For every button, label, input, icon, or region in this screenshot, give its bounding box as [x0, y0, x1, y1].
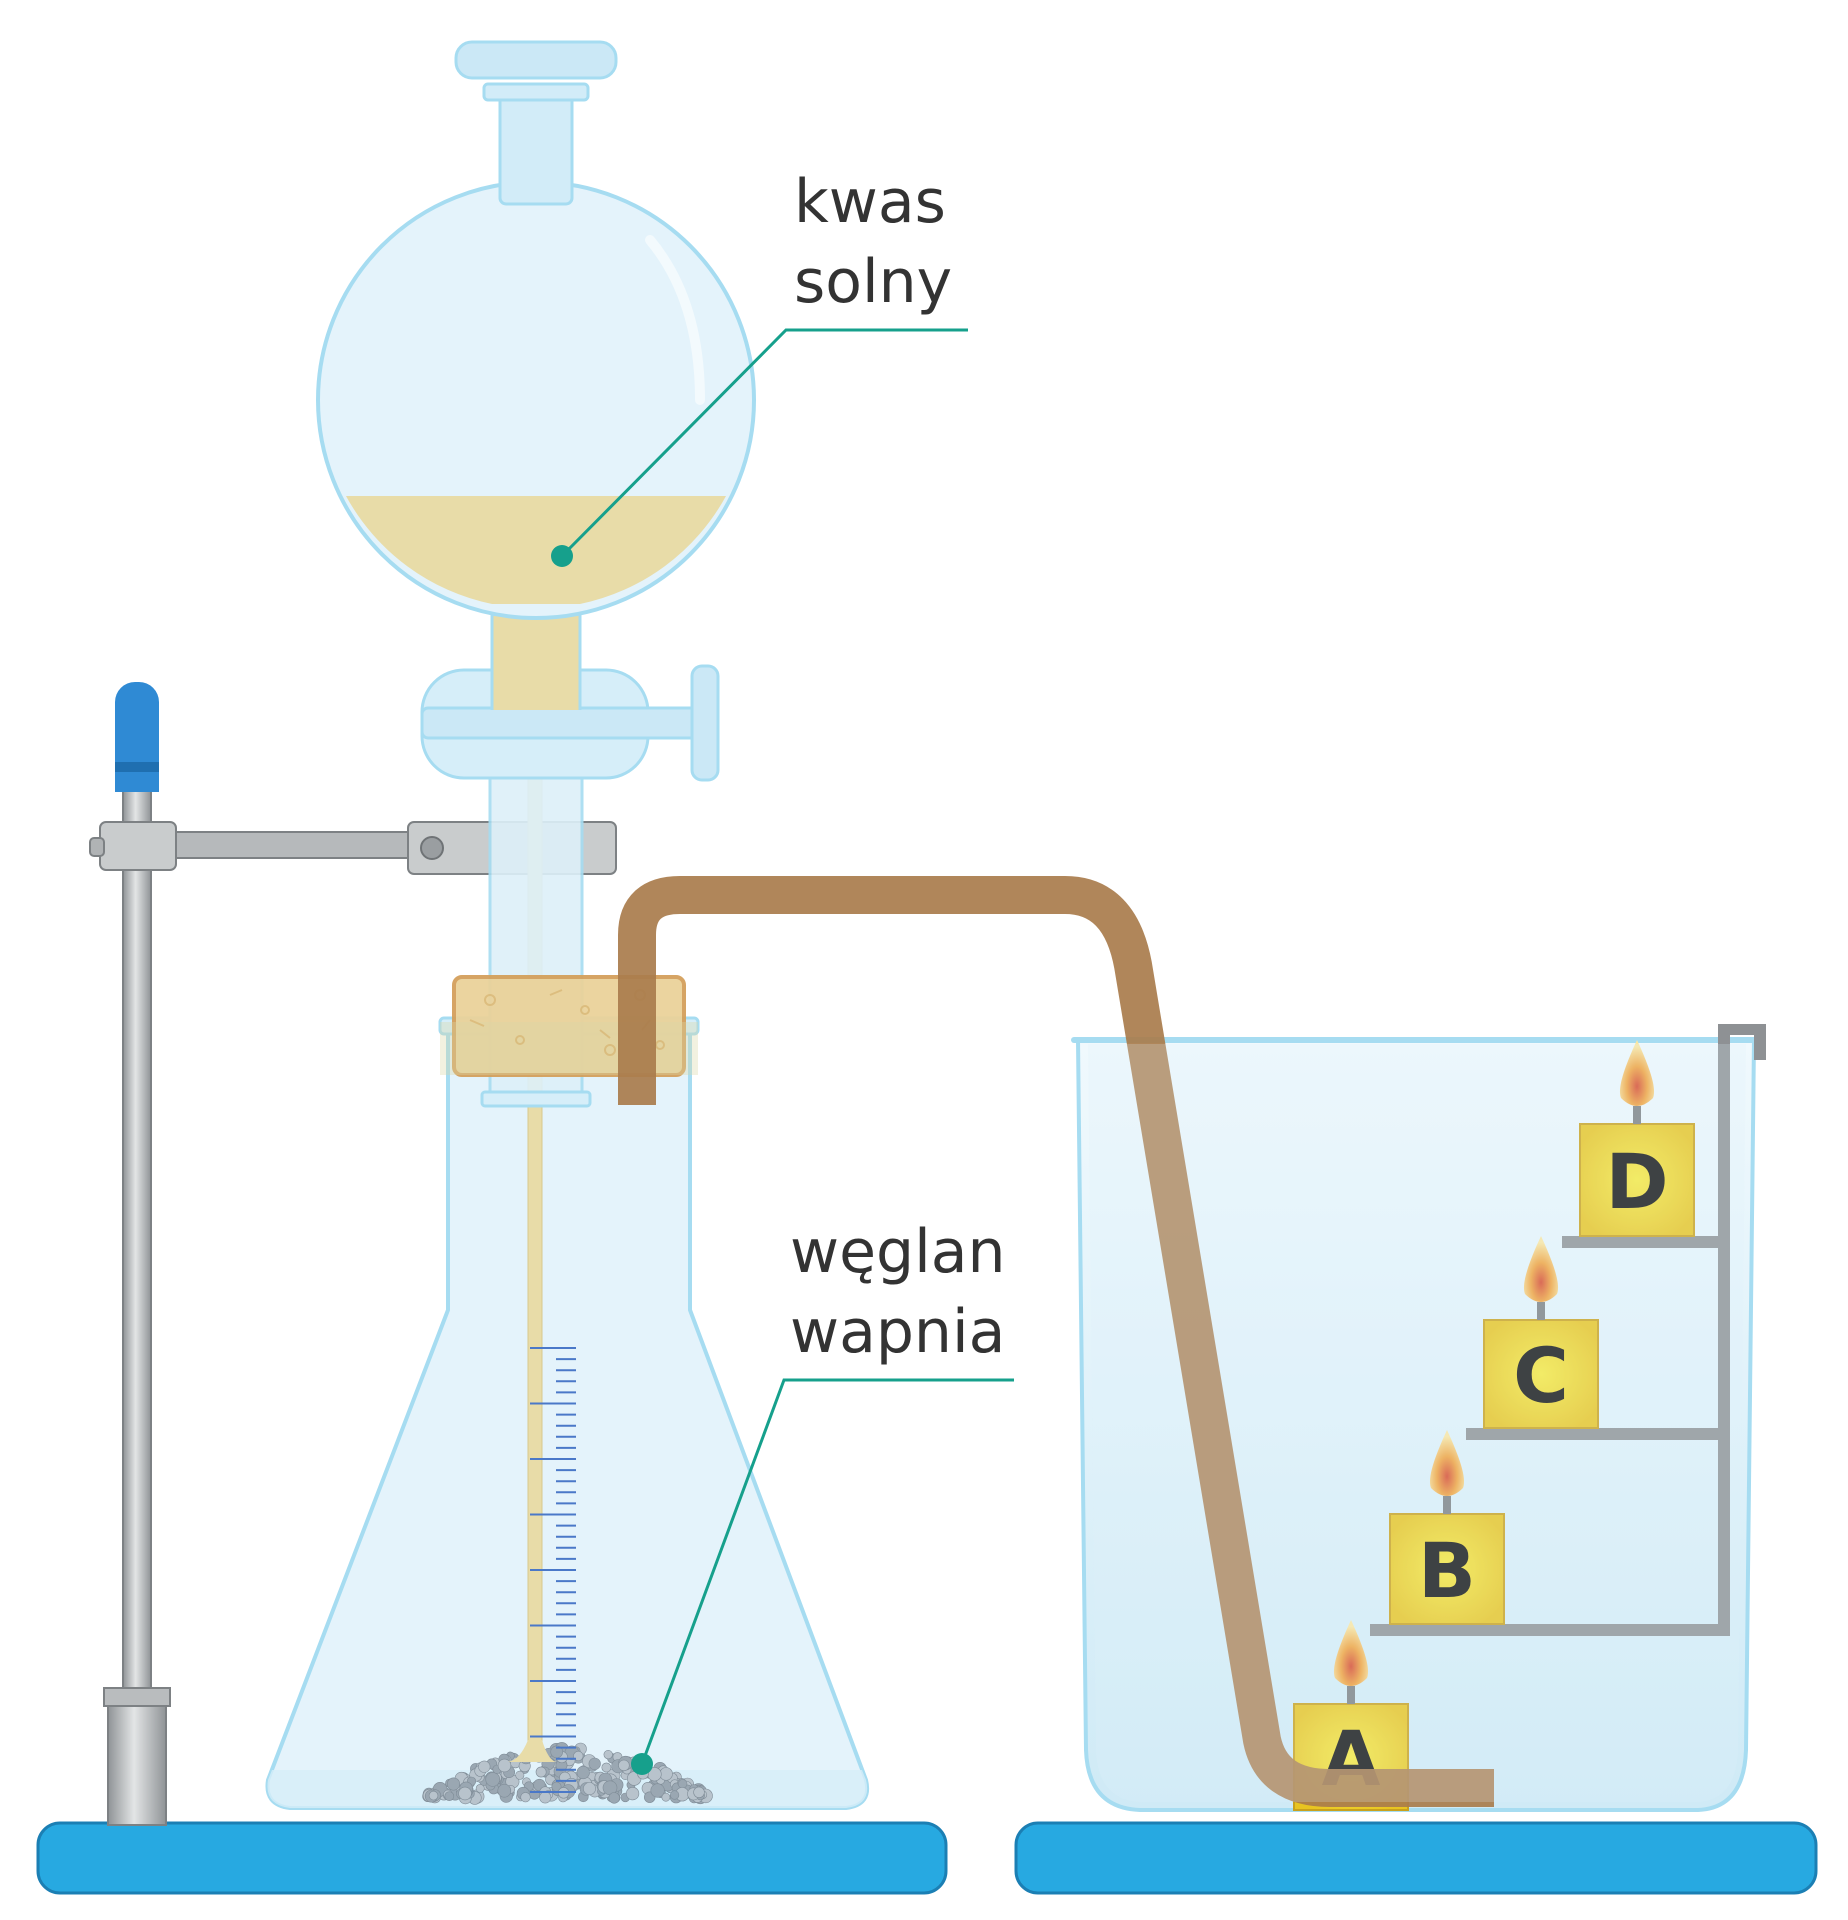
carbonate-leader-line: [640, 1378, 1014, 1765]
beaker-front-tint: [1088, 1044, 1746, 1802]
acid-leader-dot: [551, 545, 573, 567]
candle-letter: B: [1418, 1526, 1476, 1615]
carbonate-pebble: [478, 1760, 491, 1773]
acid-leader-line: [560, 328, 968, 558]
carbonate-pebble: [446, 1777, 460, 1791]
carbonate-pebble: [515, 1770, 525, 1780]
carbonate-pebble: [535, 1766, 547, 1778]
candle-letter: D: [1605, 1137, 1668, 1226]
candle-d: D: [1579, 1040, 1695, 1237]
acid-label-line1: kwas: [794, 167, 946, 237]
carbonate-pebble: [475, 1784, 485, 1793]
candle-flame: [1333, 1620, 1369, 1686]
carbonate-pebble: [693, 1786, 705, 1799]
carbonate-pebble: [618, 1759, 630, 1772]
carbonate-pebble: [625, 1786, 640, 1801]
carbonate-pebble: [650, 1783, 665, 1798]
carbonate-pebble: [497, 1758, 512, 1773]
carbonate-pebble: [576, 1765, 590, 1780]
carbonate-pebble: [485, 1772, 501, 1787]
carbonate-pebble: [458, 1786, 472, 1801]
candle-wick: [1633, 1106, 1641, 1124]
candle-flame: [1619, 1040, 1655, 1106]
carbonate-pebble: [428, 1790, 439, 1801]
carbonate-pebble: [603, 1749, 613, 1760]
carbonate-pebble: [497, 1783, 512, 1798]
candle-wick: [1347, 1686, 1355, 1704]
carbonate-leader-dot: [631, 1753, 653, 1775]
stopcock-handle-bar: [420, 706, 714, 740]
carbonate-pebble: [661, 1792, 671, 1802]
candle-flame: [1429, 1430, 1465, 1496]
carbonate-pebble: [677, 1779, 688, 1789]
carbonate-label-line2: wapnia: [790, 1297, 1005, 1367]
graduation-scale: [530, 1347, 576, 1793]
calcium-carbonate-pile: [422, 1742, 713, 1805]
carbonate-pebble: [669, 1790, 680, 1800]
right-base-plate: [1014, 1821, 1818, 1895]
left-base-plate: [36, 1821, 948, 1895]
funnel-stopper: [454, 40, 618, 80]
candle-wick: [1443, 1496, 1451, 1514]
candle-flame: [1523, 1236, 1559, 1302]
carbonate-pebble: [444, 1791, 455, 1801]
carbonate-pebble: [601, 1762, 612, 1773]
candle-body: [1389, 1513, 1505, 1625]
carbonate-pebble: [520, 1792, 531, 1803]
candle-c: C: [1483, 1236, 1599, 1429]
gas-delivery-tube: [618, 876, 1494, 1807]
carbonate-pebble: [659, 1767, 673, 1781]
cork-stopper: [440, 975, 698, 1077]
candle-wick: [1537, 1302, 1545, 1320]
erlenmeyer-flask: [265, 1016, 869, 1810]
candle-b: B: [1389, 1430, 1505, 1625]
carbonate-pebble: [539, 1791, 552, 1804]
stopcock-handle-grip: [690, 664, 720, 782]
hydrochloric-acid-liquid: [346, 496, 726, 604]
candle-letter: C: [1513, 1331, 1569, 1420]
leader-lines: [560, 328, 1014, 1765]
carbonate-pebble: [608, 1792, 620, 1804]
carbonate-label-line1: węglan: [790, 1217, 1006, 1287]
carbonate-pebble: [583, 1782, 596, 1795]
candle-shelf-rack: [1370, 1024, 1766, 1636]
carbonate-pebble: [588, 1757, 601, 1770]
acid-label-line2: solny: [794, 247, 952, 317]
